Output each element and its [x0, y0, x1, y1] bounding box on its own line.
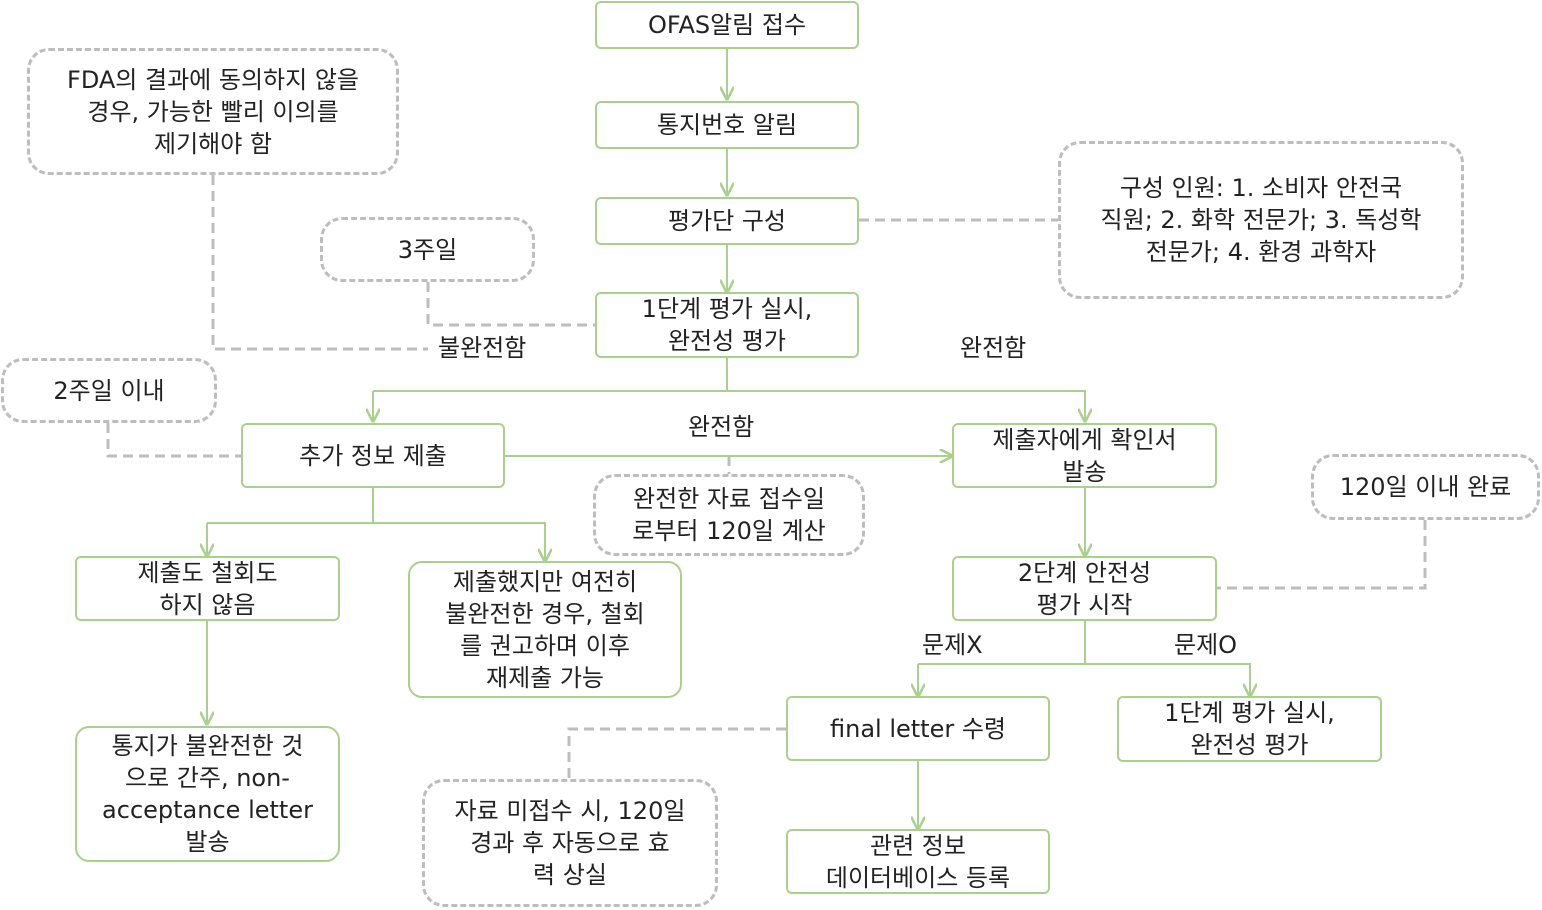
note-count-120: 완전한 자료 접수일 로부터 120일 계산	[593, 474, 865, 556]
node-db-register: 관련 정보 데이터베이스 등록	[786, 829, 1050, 894]
note-within-120: 120일 이내 완료	[1311, 454, 1540, 520]
arrow-to-still-incomplete	[373, 522, 545, 561]
node-form-panel: 평가단 구성	[595, 197, 859, 245]
connector-submit-split	[207, 488, 374, 524]
node-send-confirmation: 제출자에게 확인서 발송	[952, 423, 1217, 488]
arrow-to-send-confirmation	[727, 390, 1085, 421]
node-no-submit-no-withdraw: 제출도 철회도 하지 않음	[75, 556, 340, 621]
note-panel-members: 구성 인원: 1. 소비자 안전국 직원; 2. 화학 전문가; 3. 독성학 …	[1058, 141, 1464, 299]
edge-label-issue-o: 문제O	[1174, 631, 1238, 659]
arrow-to-stage1-repeat	[1085, 663, 1250, 696]
connector-objection-note	[211, 175, 428, 351]
node-still-incomplete: 제출했지만 여전히 불완전한 경우, 철회 를 권고하며 이후 재제출 가능	[408, 561, 682, 698]
connector-two-weeks-note	[106, 423, 241, 458]
connector-three-weeks-note	[426, 282, 595, 327]
connector-stage1-split	[373, 358, 728, 392]
note-within-two-weeks: 2주일 이내	[1, 358, 217, 423]
edge-label-complete-mid: 완전함	[688, 413, 755, 441]
connector-auto-expire-note	[567, 727, 786, 779]
edge-label-complete-top: 완전함	[960, 334, 1027, 362]
node-considered-incomplete: 통지가 불완전한 것 으로 간주, non- acceptance letter…	[75, 726, 340, 862]
node-stage1-eval: 1단계 평가 실시, 완전성 평가	[595, 292, 859, 358]
note-three-weeks: 3주일	[320, 217, 535, 282]
node-final-letter: final letter 수령	[786, 696, 1050, 761]
node-ofas-receipt: OFAS알림 접수	[595, 1, 859, 49]
note-auto-expire: 자료 미접수 시, 120일 경과 후 자동으로 효 력 상실	[422, 779, 718, 907]
node-notice-number: 통지번호 알림	[595, 101, 859, 149]
note-objection: FDA의 결과에 동의하지 않을 경우, 가능한 빨리 이의를 제기해야 함	[27, 48, 399, 175]
edge-label-incomplete: 불완전함	[438, 334, 527, 362]
edge-label-issue-x: 문제X	[922, 631, 983, 659]
connector-within-120-note	[1217, 520, 1427, 590]
node-stage1-repeat: 1단계 평가 실시, 완전성 평가	[1117, 696, 1382, 762]
node-submit-more-info: 추가 정보 제출	[241, 423, 505, 488]
node-stage2-start: 2단계 안전성 평가 시작	[952, 556, 1217, 621]
